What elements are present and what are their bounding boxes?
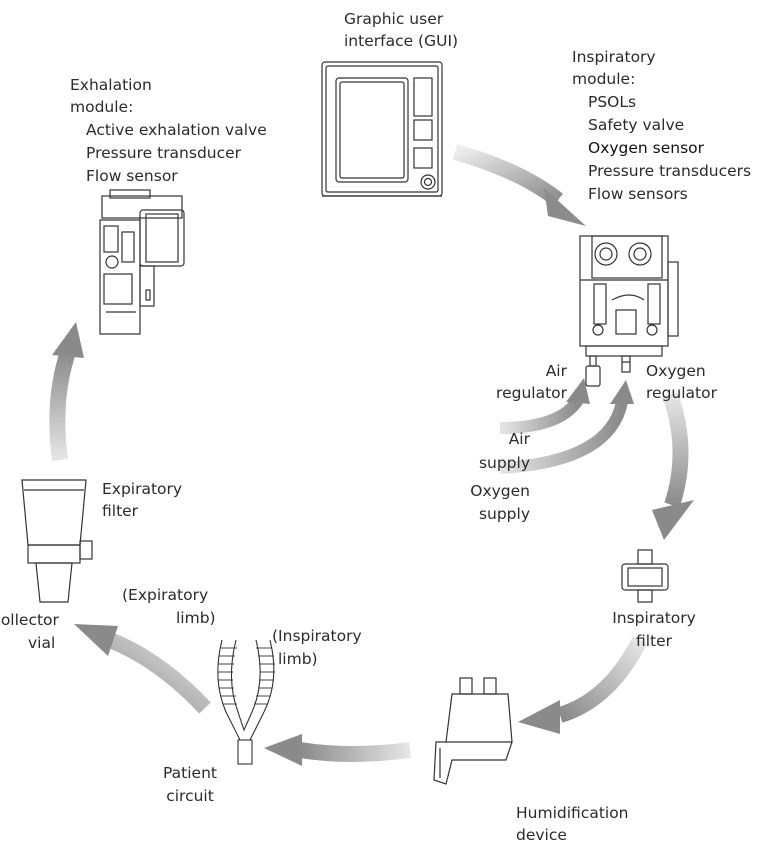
humidifier-illustration: [433, 677, 513, 785]
svg-text:Oxygen: Oxygen: [646, 362, 706, 380]
arrow-filter-to-humidifier: [518, 636, 648, 734]
inspiratory-module-label: Inspiratory module: PSOLs Safety valve O…: [572, 48, 751, 203]
exhalation-item: Pressure transducer: [86, 144, 242, 162]
arrow-inspiratory-to-filter: [652, 392, 694, 540]
inspiratory-module-illustration: [579, 235, 679, 387]
oxygen-regulator-label: Oxygen regulator: [646, 362, 718, 402]
svg-text:limb): limb): [278, 650, 318, 668]
svg-text:regulator: regulator: [646, 384, 718, 402]
inspiratory-filter-label: Inspiratory filter: [612, 609, 696, 650]
expiratory-filter-label: Expiratory filter: [102, 480, 182, 520]
arrow-gui-to-inspiratory: [452, 144, 586, 226]
arrow-air-supply: [499, 378, 590, 434]
svg-text:(Inspiratory: (Inspiratory: [272, 627, 362, 645]
svg-text:module:: module:: [70, 98, 133, 116]
svg-text:filter: filter: [636, 632, 673, 650]
patient-circuit-label: Patient circuit: [163, 764, 217, 805]
humidification-device-label: Humidification device: [516, 804, 629, 842]
arrow-humidifier-to-patient: [264, 734, 412, 766]
svg-text:supply: supply: [479, 454, 530, 472]
inspiratory-item: Safety valve: [588, 116, 684, 134]
svg-text:(Expiratory: (Expiratory: [122, 586, 208, 604]
collector-vial-label: Collector vial: [0, 611, 60, 652]
inspiratory-filter-illustration: [621, 549, 669, 603]
svg-text:Patient: Patient: [163, 764, 217, 782]
expiratory-limb-label: (Expiratory limb): [122, 586, 216, 627]
svg-text:Collector: Collector: [0, 611, 60, 629]
exhalation-module-label: Exhalation module: Active exhalation val…: [70, 76, 267, 185]
svg-text:filter: filter: [102, 502, 139, 520]
inspiratory-item: PSOLs: [588, 93, 636, 111]
svg-text:Oxygen: Oxygen: [470, 482, 530, 500]
svg-text:Expiratory: Expiratory: [102, 480, 182, 498]
inspiratory-limb-label: (Inspiratory limb): [272, 627, 362, 668]
svg-text:Air: Air: [546, 362, 568, 380]
gui-label: Graphic user interface (GUI): [344, 10, 458, 50]
patient-circuit-illustration: [217, 639, 275, 765]
inspiratory-item: Oxygen sensor: [588, 139, 705, 157]
svg-text:interface (GUI): interface (GUI): [344, 32, 458, 50]
svg-text:supply: supply: [479, 505, 530, 523]
svg-text:limb): limb): [176, 609, 216, 627]
arrow-oxygen-supply: [499, 380, 634, 474]
svg-text:regulator: regulator: [496, 384, 568, 402]
svg-text:module:: module:: [572, 70, 635, 88]
oxygen-supply-label: Oxygen supply: [470, 482, 530, 523]
exhalation-item: Active exhalation valve: [86, 121, 267, 139]
inspiratory-item: Flow sensors: [588, 185, 688, 203]
inspiratory-item: Pressure transducers: [588, 162, 751, 180]
svg-text:Graphic user: Graphic user: [344, 10, 444, 28]
expiratory-filter-illustration: [21, 479, 93, 603]
svg-text:Exhalation: Exhalation: [70, 76, 152, 94]
air-regulator-label: Air regulator: [496, 362, 568, 402]
arrow-filter-to-exhalation: [49, 322, 84, 462]
svg-text:circuit: circuit: [166, 787, 214, 805]
svg-text:Humidification: Humidification: [516, 804, 629, 822]
exhalation-item: Flow sensor: [86, 167, 178, 185]
svg-text:vial: vial: [28, 634, 55, 652]
svg-text:Inspiratory: Inspiratory: [612, 609, 696, 627]
svg-text:device: device: [516, 826, 567, 842]
gui-device-illustration: [321, 61, 443, 197]
svg-text:Inspiratory: Inspiratory: [572, 48, 656, 66]
arrow-patient-to-collector: [74, 624, 211, 714]
svg-text:Air: Air: [509, 430, 531, 448]
exhalation-module-illustration: [99, 189, 185, 335]
air-supply-label: Air supply: [479, 430, 531, 472]
